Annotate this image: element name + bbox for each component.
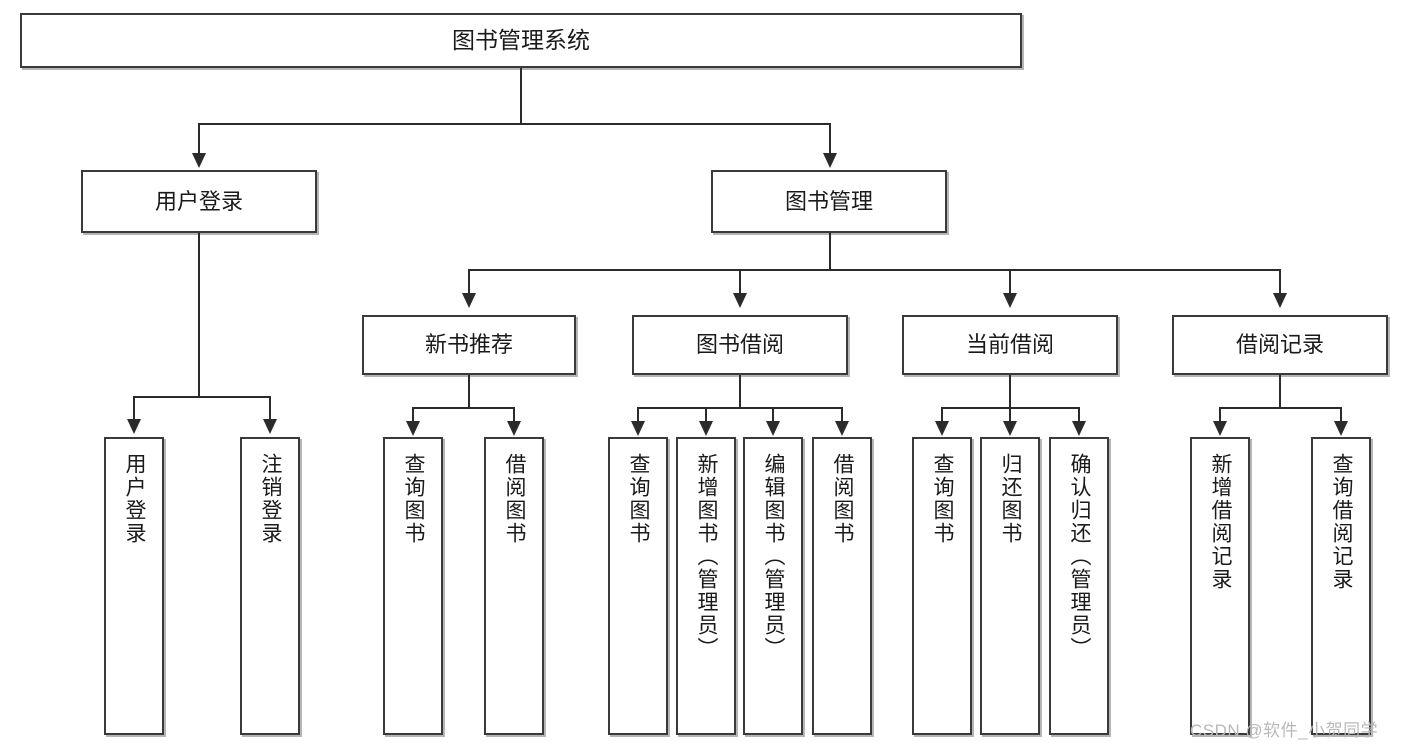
node-label: 借阅图书 <box>503 453 527 545</box>
node-label: 图书管理系统 <box>452 27 590 54</box>
connector-user-login-bus <box>133 396 270 398</box>
node-label: 图书管理 <box>784 188 873 214</box>
arrowhead-current-borrow-leaf-3 <box>1072 421 1086 436</box>
connector-book-borrow-bus <box>637 407 843 409</box>
arrowhead-user-login-leaf-1 <box>127 419 141 434</box>
leaf-current-borrow-confirm-return[interactable]: 确认归还（管理员） <box>1049 437 1109 735</box>
leaf-book-borrow-edit[interactable]: 编辑图书（管理员） <box>743 437 803 735</box>
connector-to-borrow-record <box>1279 269 1281 295</box>
node-label: 查询图书 <box>402 453 426 545</box>
node-label: 确认归还（管理员） <box>1068 453 1092 660</box>
leaf-book-borrow-borrow[interactable]: 借阅图书 <box>812 437 872 735</box>
connector-user-login-to-leaf-1 <box>133 396 135 421</box>
node-label: 注销登录 <box>259 453 283 545</box>
arrowhead-book-borrow-leaf-1 <box>631 421 645 436</box>
arrowhead-current-borrow-leaf-2 <box>1003 421 1017 436</box>
node-label: 新书推荐 <box>424 332 513 358</box>
arrowhead-root-to-book-mgmt <box>823 153 837 168</box>
connector-root-to-book-mgmt <box>829 123 831 155</box>
leaf-book-borrow-query[interactable]: 查询图书 <box>608 437 668 735</box>
node-label: 用户登录 <box>154 188 243 214</box>
connector-current-borrow-leaf-3 <box>1078 407 1080 423</box>
connector-root-to-user-login <box>198 123 200 155</box>
connector-new-book-stem <box>468 375 470 407</box>
connector-new-book-bus <box>412 407 514 409</box>
connector-root-stem <box>520 68 522 123</box>
arrowhead-to-book-borrow <box>733 293 747 308</box>
arrowhead-borrow-record-leaf-2 <box>1334 421 1348 436</box>
arrowhead-new-book-leaf-1 <box>406 421 420 436</box>
arrowhead-book-borrow-leaf-4 <box>835 421 849 436</box>
leaf-borrow-record-add[interactable]: 新增借阅记录 <box>1190 437 1250 735</box>
connector-current-borrow-stem <box>1009 375 1011 407</box>
leaf-current-borrow-query[interactable]: 查询图书 <box>912 437 972 735</box>
connector-borrow-record-leaf-1 <box>1219 407 1221 423</box>
connector-current-borrow-leaf-1 <box>941 407 943 423</box>
arrowhead-book-borrow-leaf-2 <box>699 421 713 436</box>
node-label: 查询图书 <box>627 453 651 545</box>
connector-borrow-record-stem <box>1279 375 1281 407</box>
node-label: 图书借阅 <box>695 332 784 358</box>
connector-to-current-borrow <box>1009 269 1011 295</box>
arrowhead-to-new-book <box>462 293 476 308</box>
leaf-user-login-login[interactable]: 用户登录 <box>104 437 164 735</box>
connector-book-borrow-leaf-2 <box>705 407 707 423</box>
connector-user-login-stem <box>198 233 200 396</box>
connector-book-borrow-leaf-1 <box>637 407 639 423</box>
leaf-new-book-query[interactable]: 查询图书 <box>383 437 443 735</box>
arrowhead-to-borrow-record <box>1273 293 1287 308</box>
node-label: 新增图书（管理员） <box>695 453 719 660</box>
arrowhead-current-borrow-leaf-1 <box>935 421 949 436</box>
connector-borrow-record-bus <box>1219 407 1341 409</box>
connector-book-borrow-leaf-3 <box>772 407 774 423</box>
leaf-book-borrow-add[interactable]: 新增图书（管理员） <box>676 437 736 735</box>
node-label: 借阅记录 <box>1235 332 1324 358</box>
node-user-login[interactable]: 用户登录 <box>81 170 317 233</box>
arrowhead-borrow-record-leaf-1 <box>1213 421 1227 436</box>
connector-to-new-book <box>468 269 470 295</box>
connector-current-borrow-leaf-2 <box>1009 407 1011 423</box>
connector-borrow-record-leaf-2 <box>1340 407 1342 423</box>
connector-root-bus <box>198 123 831 125</box>
connector-book-borrow-leaf-4 <box>841 407 843 423</box>
connector-new-book-leaf-1 <box>412 407 414 423</box>
leaf-user-login-logout[interactable]: 注销登录 <box>240 437 300 735</box>
node-label: 归还图书 <box>999 453 1023 545</box>
node-current-borrow[interactable]: 当前借阅 <box>902 315 1118 375</box>
node-label: 新增借阅记录 <box>1209 453 1233 591</box>
leaf-current-borrow-return[interactable]: 归还图书 <box>980 437 1040 735</box>
connector-book-borrow-stem <box>739 375 741 407</box>
node-label: 编辑图书（管理员） <box>762 453 786 660</box>
arrowhead-user-login-leaf-2 <box>263 419 277 434</box>
connector-book-mgmt-bus <box>468 269 1280 271</box>
node-book-borrow[interactable]: 图书借阅 <box>632 315 848 375</box>
connector-new-book-leaf-2 <box>513 407 515 423</box>
arrowhead-root-to-user-login <box>192 153 206 168</box>
arrowhead-new-book-leaf-2 <box>507 421 521 436</box>
node-book-management[interactable]: 图书管理 <box>711 170 947 233</box>
leaf-borrow-record-query[interactable]: 查询借阅记录 <box>1311 437 1371 735</box>
node-label: 当前借阅 <box>965 332 1054 358</box>
node-new-book-recommend[interactable]: 新书推荐 <box>362 315 576 375</box>
connector-book-mgmt-stem <box>829 233 831 269</box>
node-label: 查询图书 <box>931 453 955 545</box>
node-label: 借阅图书 <box>831 453 855 545</box>
node-borrow-record[interactable]: 借阅记录 <box>1172 315 1388 375</box>
connector-to-book-borrow <box>739 269 741 295</box>
arrowhead-book-borrow-leaf-3 <box>766 421 780 436</box>
arrowhead-to-current-borrow <box>1003 293 1017 308</box>
node-label: 查询借阅记录 <box>1330 453 1354 591</box>
connector-user-login-to-leaf-2 <box>269 396 271 421</box>
node-root-system[interactable]: 图书管理系统 <box>20 13 1022 68</box>
leaf-new-book-borrow[interactable]: 借阅图书 <box>484 437 544 735</box>
node-label: 用户登录 <box>123 453 147 545</box>
